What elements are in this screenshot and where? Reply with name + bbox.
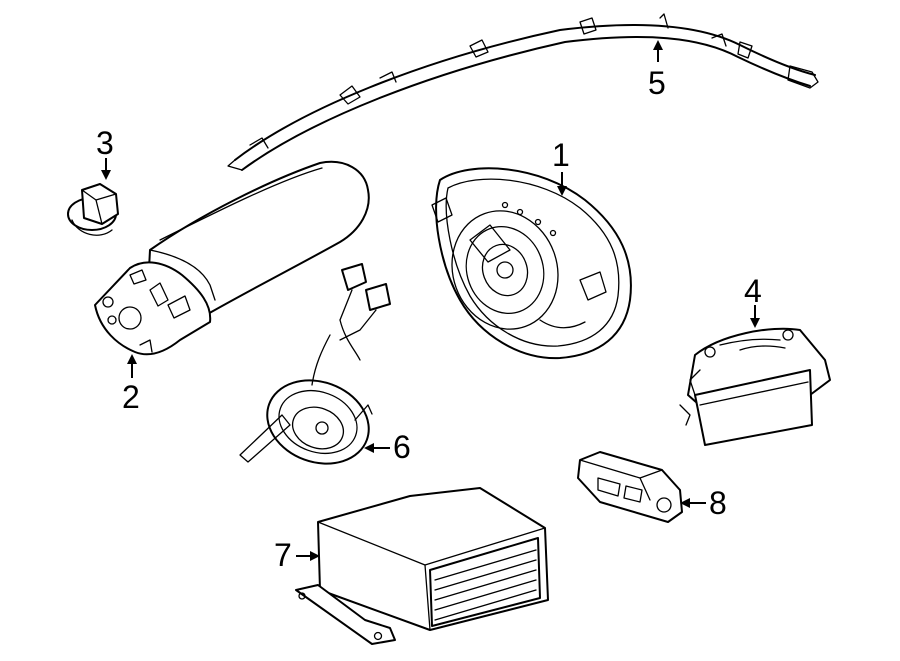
callout-2: 2 [122, 379, 140, 415]
part-7-airbag-control-module [295, 487, 549, 645]
callout-6: 6 [393, 429, 411, 465]
callout-7: 7 [274, 537, 292, 573]
callout-leaders [101, 40, 760, 561]
part-5-curtain-airbag [227, 13, 819, 171]
connector-pins [434, 549, 537, 621]
part-6-clock-spring [239, 263, 391, 465]
part-8-impact-sensor [577, 451, 683, 523]
part-1-driver-airbag-module [431, 167, 632, 360]
callout-5: 5 [648, 65, 666, 101]
callout-4: 4 [744, 273, 762, 309]
callout-1: 1 [552, 137, 570, 173]
callout-3: 3 [96, 125, 114, 161]
callout-8: 8 [709, 485, 727, 521]
part-4-sensor-module [679, 327, 831, 446]
part-3-nut [67, 183, 119, 236]
callout-numbers: 1 2 3 4 5 6 7 8 [96, 65, 762, 573]
part-2-passenger-airbag-module [94, 160, 370, 356]
